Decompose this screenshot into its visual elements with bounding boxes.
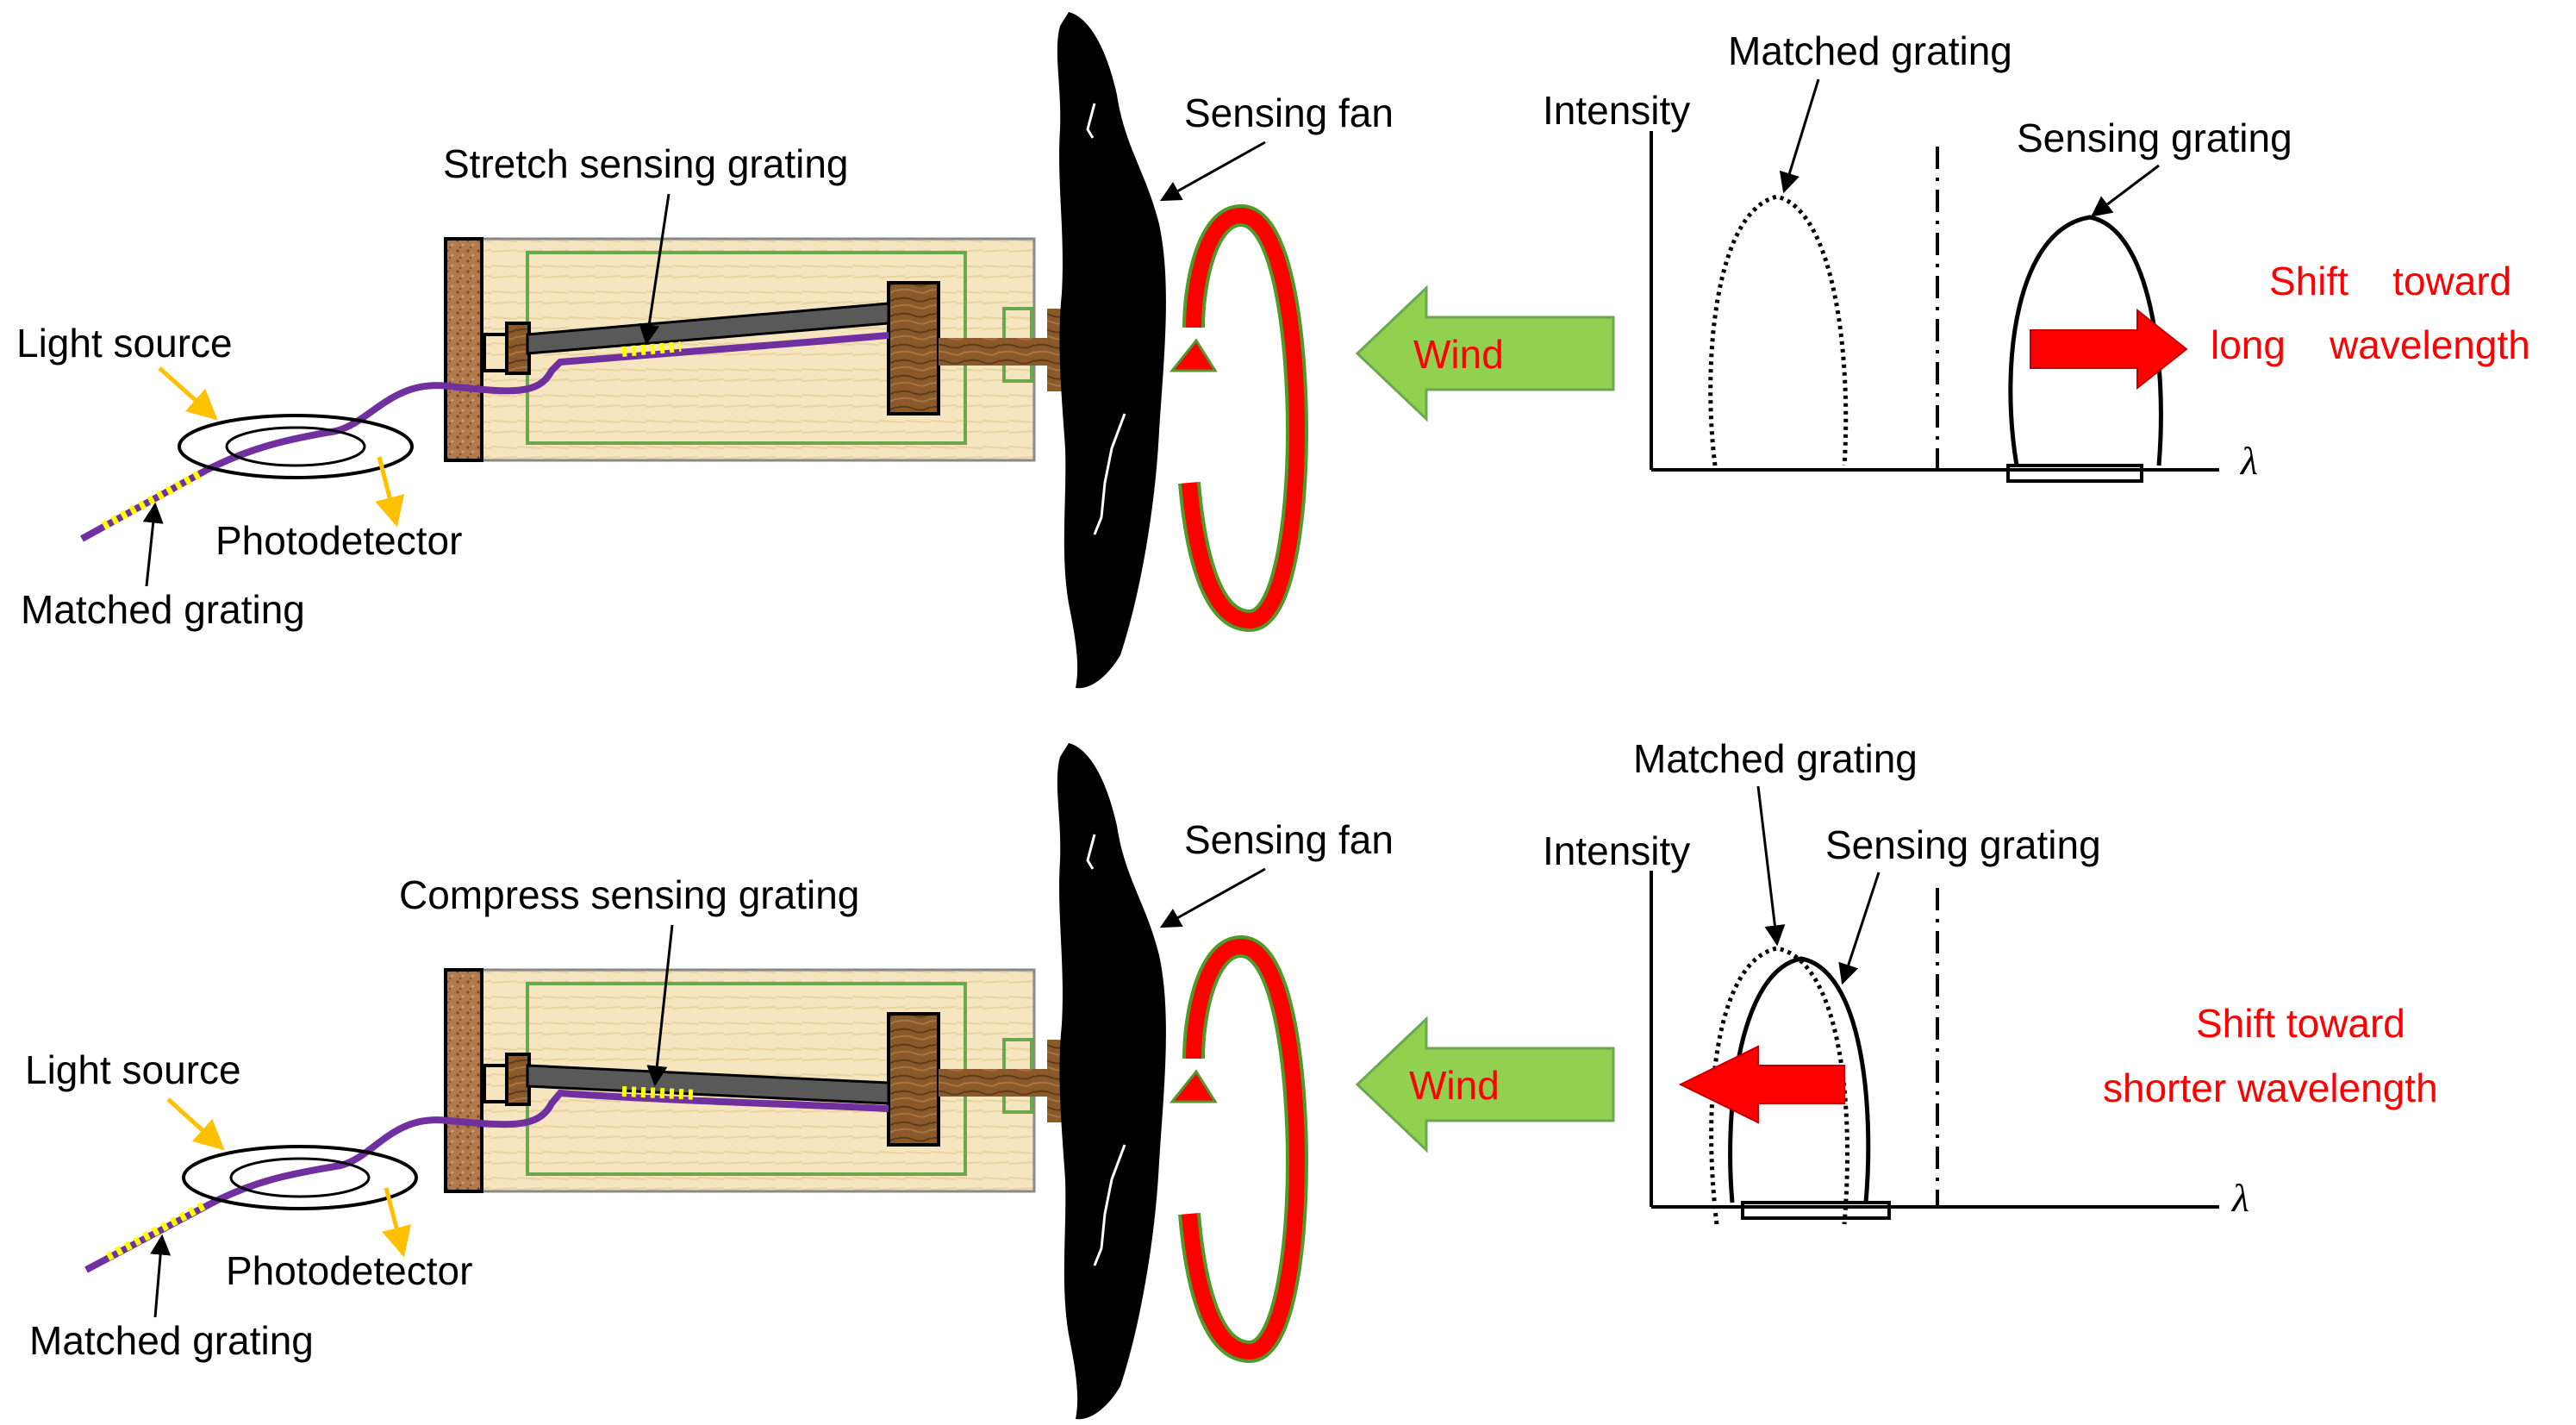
photodetector-label: Photodetector — [226, 1248, 472, 1293]
wind-arrow — [1355, 284, 1615, 422]
stretch-lever-beam — [526, 302, 890, 355]
wind-label: Wind — [1413, 332, 1504, 377]
top-spectrum-chart: Intensity λ Matched grating Sensing grat… — [1543, 28, 2530, 483]
wind-label: Wind — [1409, 1063, 1500, 1108]
matched-peak-label: Matched grating — [1728, 28, 2012, 73]
matched-grating-label: Matched grating — [21, 587, 305, 632]
coupler-ring — [178, 414, 414, 479]
sensing-peak-label: Sensing grating — [2017, 116, 2292, 160]
bottom-panel: Wind Compress sensing grating Sensing fa… — [25, 736, 2438, 1422]
matched-peak-label: Matched grating — [1633, 736, 1918, 781]
coupler-ring — [182, 1145, 418, 1210]
y-axis-label: Intensity — [1543, 828, 1690, 873]
shift-text-line1: Shift toward — [2196, 1001, 2405, 1046]
shift-right-arrow — [2030, 308, 2188, 391]
optical-fiber — [80, 332, 889, 542]
x-axis-label: λ — [2239, 439, 2258, 483]
matched-grating-marks — [105, 1201, 207, 1261]
shift-text-line2: shorter wavelength — [2103, 1066, 2438, 1110]
shift-left-arrow — [1678, 1045, 1845, 1124]
sensing-fan-label: Sensing fan — [1184, 91, 1394, 135]
matched-peak-curve — [1708, 194, 1849, 466]
shift-text-line2: long wavelength — [2211, 322, 2530, 367]
compress-grating-label: Compress sensing grating — [399, 872, 859, 917]
shift-text-line1: Shift toward — [2269, 259, 2511, 303]
top-panel: Wind Stretch sensing grating Sensing fan… — [16, 10, 2530, 691]
x-axis-label: λ — [2230, 1176, 2249, 1220]
light-source-label: Light source — [16, 321, 233, 366]
sensing-fan-label: Sensing fan — [1184, 817, 1394, 862]
bottom-spectrum-chart: Intensity λ Matched grating Sensing grat… — [1543, 736, 2438, 1225]
matched-peak-curve — [1709, 946, 1850, 1225]
sensing-peak-label: Sensing grating — [1825, 822, 2101, 867]
y-axis-label: Intensity — [1543, 88, 1690, 133]
matched-grating-marks — [101, 470, 203, 530]
stretch-grating-marks — [621, 341, 682, 357]
light-source-label: Light source — [25, 1047, 241, 1092]
wind-arrow — [1355, 1016, 1615, 1153]
matched-grating-label: Matched grating — [29, 1318, 314, 1363]
optical-fiber — [84, 1089, 889, 1273]
stretch-grating-label: Stretch sensing grating — [443, 141, 849, 186]
compress-lever-beam — [526, 1064, 890, 1105]
compress-grating-marks — [621, 1086, 699, 1100]
photodetector-label: Photodetector — [215, 518, 462, 563]
